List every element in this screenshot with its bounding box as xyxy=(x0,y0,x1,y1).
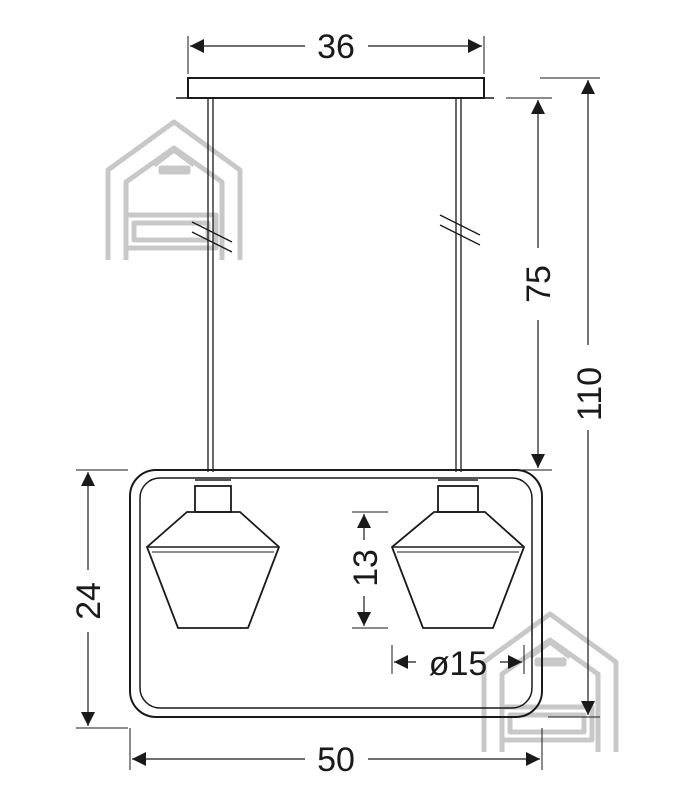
dimension-shade-height: 13 xyxy=(347,511,388,629)
dimension-frame-width: 50 xyxy=(129,728,543,779)
dimension-label-shade-height: 13 xyxy=(347,549,385,587)
dimension-label-canopy-width: 36 xyxy=(317,28,355,66)
dimension-label-cable-length: 75 xyxy=(520,265,558,303)
lamp-frame xyxy=(129,469,543,718)
dimension-label-shade-diameter: ø15 xyxy=(429,645,488,683)
dimension-cable-length: 75 xyxy=(506,97,558,471)
dimension-frame-height: 24 xyxy=(70,469,128,729)
house-logo-icon xyxy=(105,119,243,260)
dimension-label-total-height: 110 xyxy=(571,367,609,421)
dimension-shade-diameter: ø15 xyxy=(391,645,525,683)
dimension-label-frame-height: 24 xyxy=(70,582,108,620)
dimension-total-height: 110 xyxy=(540,77,609,718)
ceiling-canopy xyxy=(176,77,494,99)
right-shade xyxy=(390,479,526,629)
suspension-cables xyxy=(191,98,481,472)
dimension-label-frame-width: 50 xyxy=(317,741,355,779)
dimension-canopy-width: 36 xyxy=(187,28,485,74)
left-shade xyxy=(145,479,281,629)
house-logo-icon-secondary xyxy=(481,611,619,752)
